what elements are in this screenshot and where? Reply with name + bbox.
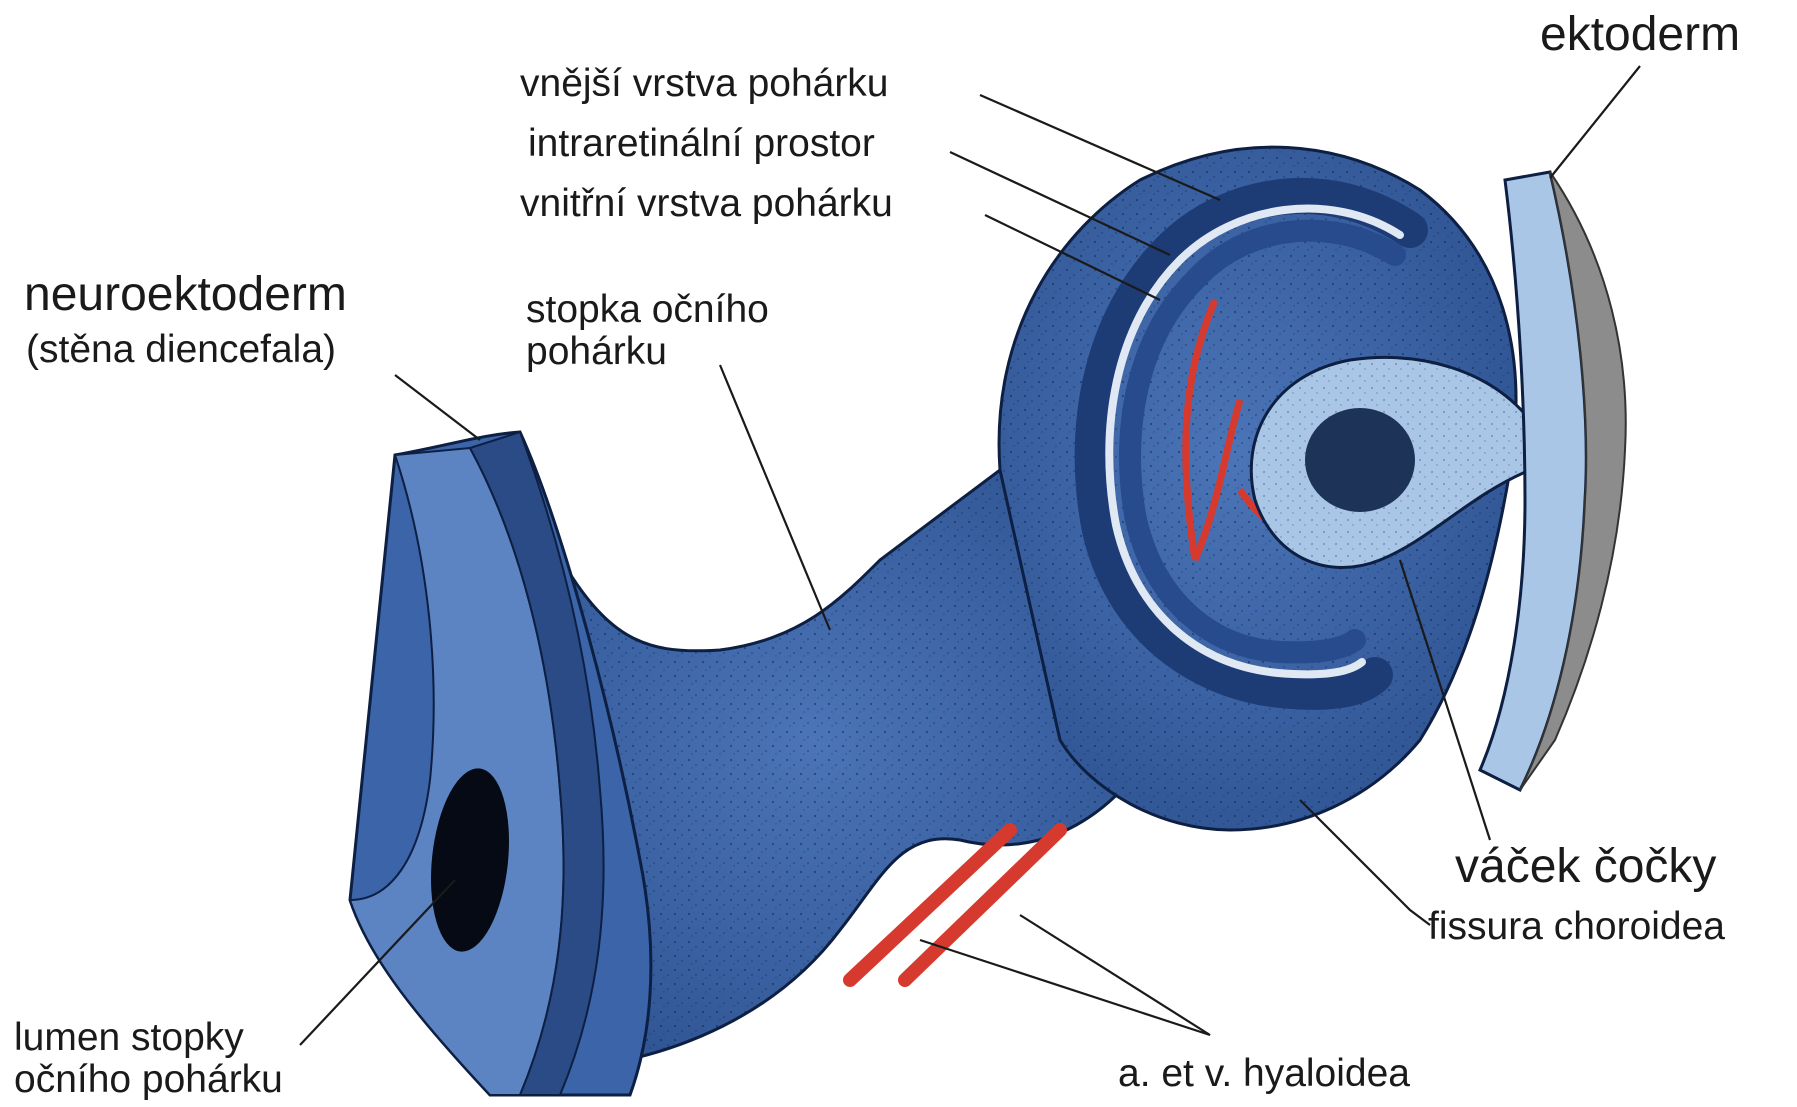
leader-outer-layer <box>980 95 1220 200</box>
label-diencephalon-wall: (stěna diencefala) <box>26 328 336 372</box>
label-inner-layer: vnitřní vrstva pohárku <box>520 182 893 226</box>
label-hyaloid-vessels: a. et v. hyaloidea <box>1118 1052 1410 1096</box>
leader-optic-stalk <box>720 365 830 630</box>
label-lens-vesicle: váček čočky <box>1455 840 1716 894</box>
leader-choroid-fissure <box>1300 800 1430 925</box>
label-choroid-fissure: fissura choroidea <box>1428 905 1725 949</box>
lens-lumen <box>1305 408 1415 512</box>
label-neuroectoderm: neuroektoderm <box>24 268 347 322</box>
label-outer-layer: vnější vrstva pohárku <box>520 62 889 106</box>
leader-neuroectoderm <box>395 375 480 440</box>
leader-ectoderm <box>1550 66 1640 178</box>
label-ectoderm: ektoderm <box>1540 8 1740 62</box>
label-stalk-lumen-2: očního pohárku <box>14 1058 283 1102</box>
label-optic-stalk-2: pohárku <box>526 330 667 374</box>
label-intraretinal-space: intraretinální prostor <box>528 122 875 166</box>
label-stalk-lumen-1: lumen stopky <box>14 1016 244 1060</box>
label-optic-stalk-1: stopka očního <box>526 288 769 332</box>
